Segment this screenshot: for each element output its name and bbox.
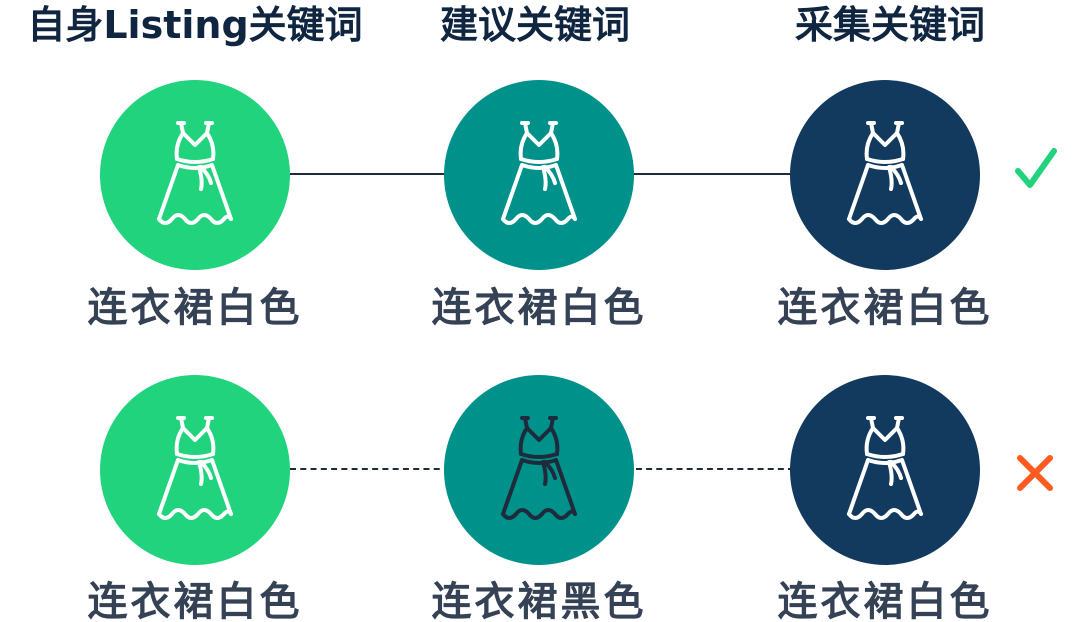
dress-icon [157, 121, 233, 225]
header-own-listing-keyword: 自身Listing关键词 [27, 3, 363, 47]
dress-outline-stroke [864, 416, 875, 456]
dress-outline-stroke [501, 458, 524, 516]
cross-icon [1017, 455, 1053, 491]
dress-outline-stroke [157, 458, 180, 516]
dress-outline-stroke [889, 460, 903, 480]
dress-outline-stroke [501, 163, 524, 221]
dress-outline-stroke [176, 458, 214, 465]
dress-outline-stroke [871, 131, 899, 147]
dress-outline-stroke [197, 460, 204, 486]
row2-connector-right [636, 468, 794, 470]
row2-collected-node [790, 375, 980, 565]
dress-outline-stroke [175, 452, 215, 459]
dress-outline-stroke [199, 460, 213, 480]
dress-outline-stroke [900, 163, 923, 221]
row2-own-label: 连衣裙白色 [87, 579, 303, 622]
check-icon [1015, 148, 1057, 188]
row2-collected-label: 连衣裙白色 [777, 579, 993, 622]
dress-outline-stroke [889, 165, 903, 185]
row2-status [1010, 448, 1060, 498]
dress-outline-stroke [525, 426, 553, 442]
dress-outline-stroke [157, 508, 233, 520]
dress-outline-stroke [865, 157, 905, 164]
dress-outline-stroke [847, 163, 870, 221]
dress-icon [847, 121, 923, 225]
dress-outline-stroke [887, 165, 894, 191]
row1-collected-node [790, 80, 980, 270]
row2-connector-left [290, 468, 450, 470]
dress-outline-stroke [518, 416, 529, 456]
dress-outline-stroke [176, 163, 214, 170]
dress-outline-stroke [157, 213, 233, 225]
row2-suggested-label: 连衣裙黑色 [431, 579, 647, 622]
dress-outline-stroke [518, 121, 529, 161]
dress-icon [157, 416, 233, 520]
header-collected-keyword: 采集关键词 [794, 3, 985, 47]
dress-outline-stroke [895, 121, 906, 161]
dress-outline-stroke [205, 121, 216, 161]
dress-outline-stroke [501, 508, 577, 520]
row2-own-node [100, 375, 290, 565]
row1-suggested-label: 连衣裙白色 [431, 285, 647, 331]
dress-icon [501, 121, 577, 225]
row1-own-label: 连衣裙白色 [87, 285, 303, 331]
dress-outline-stroke [174, 121, 185, 161]
dress-outline-stroke [197, 165, 204, 191]
dress-outline-stroke [519, 157, 559, 164]
dress-outline-stroke [519, 452, 559, 459]
dress-outline-stroke [199, 165, 213, 185]
row1-suggested-node [444, 80, 634, 270]
dress-outline-stroke [541, 165, 548, 191]
dress-outline-stroke [895, 416, 906, 456]
dress-outline-stroke [541, 460, 548, 486]
dress-outline-stroke [871, 426, 899, 442]
dress-icon [847, 416, 923, 520]
dress-outline-stroke [174, 416, 185, 456]
dress-outline-stroke [866, 458, 904, 465]
row2-suggested-node [444, 375, 634, 565]
dress-outline-stroke [520, 458, 558, 465]
dress-outline-stroke [847, 213, 923, 225]
dress-outline-stroke [865, 452, 905, 459]
dress-outline-stroke [181, 426, 209, 442]
dress-outline-stroke [900, 458, 923, 516]
dress-outline-stroke [549, 121, 560, 161]
dress-outline-stroke [157, 163, 180, 221]
dress-icon [501, 416, 577, 520]
row1-collected-label: 连衣裙白色 [777, 285, 993, 331]
header-suggested-keyword: 建议关键词 [439, 3, 630, 47]
dress-outline-stroke [501, 213, 577, 225]
dress-outline-stroke [181, 131, 209, 147]
dress-outline-stroke [847, 458, 870, 516]
row1-connector-left [290, 173, 450, 175]
dress-outline-stroke [210, 458, 233, 516]
dress-outline-stroke [175, 157, 215, 164]
dress-outline-stroke [543, 165, 557, 185]
dress-outline-stroke [554, 458, 577, 516]
row1-own-node [100, 80, 290, 270]
dress-outline-stroke [525, 131, 553, 147]
dress-outline-stroke [205, 416, 216, 456]
dress-outline-stroke [864, 121, 875, 161]
dress-outline-stroke [549, 416, 560, 456]
dress-outline-stroke [847, 508, 923, 520]
dress-outline-stroke [210, 163, 233, 221]
dress-outline-stroke [520, 163, 558, 170]
dress-outline-stroke [543, 460, 557, 480]
row1-status [1010, 145, 1060, 195]
dress-outline-stroke [554, 163, 577, 221]
row1-connector-right [632, 173, 794, 175]
dress-outline-stroke [887, 460, 894, 486]
dress-outline-stroke [866, 163, 904, 170]
